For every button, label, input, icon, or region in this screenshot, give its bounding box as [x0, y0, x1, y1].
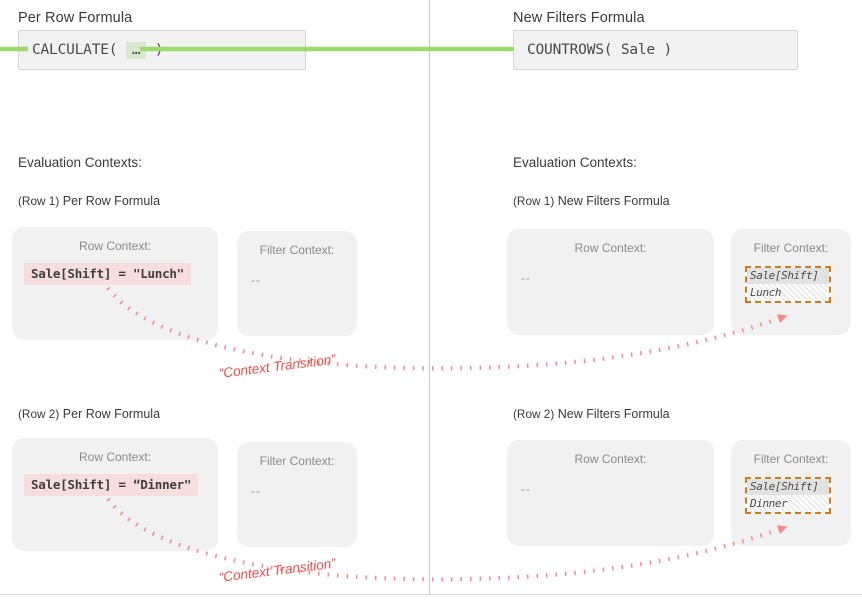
right-row2-label: (Row 2) [513, 407, 555, 421]
per-row-formula-ellipsis-chip: … [125, 41, 147, 59]
right-row1-label: (Row 1) [513, 194, 555, 208]
left-row1-filter-context-empty: -- [251, 273, 261, 287]
left-row1-label: (Row 1) [18, 194, 60, 208]
per-row-formula-text: CALCULATE( … ) [32, 41, 164, 59]
right-row2-row-context-heading: Row Context: [574, 452, 647, 466]
bottom-divider [0, 594, 862, 595]
left-row1-filter-context-heading: Filter Context: [259, 243, 335, 257]
left-row2-filter-context-heading: Filter Context: [259, 454, 335, 468]
left-row1-name: Per Row Formula [62, 194, 161, 208]
right-row2-name: New Filters Formula [557, 407, 670, 421]
per-row-formula-box[interactable]: CALCULATE( … ) [18, 30, 306, 70]
new-filters-formula-box[interactable]: COUNTROWS( Sale ) [513, 30, 798, 70]
left-row1-title: (Row 1) Per Row Formula [18, 194, 160, 208]
left-row2-name: Per Row Formula [62, 407, 161, 421]
right-row1-row-context-empty: -- [521, 271, 531, 285]
right-row2-filter-table-value: Dinner [747, 495, 829, 512]
left-row2-row-context-heading: Row Context: [78, 450, 152, 464]
right-row1-filter-context-heading: Filter Context: [753, 241, 829, 255]
left-row2-label: (Row 2) [18, 407, 60, 421]
right-row1-name: New Filters Formula [557, 194, 670, 208]
right-row2-filter-context-card: Filter Context: Sale[Shift] Dinner [731, 440, 851, 546]
left-row2-title: (Row 2) Per Row Formula [18, 407, 160, 421]
left-row2-row-context-expression: Sale[Shift] = “Dinner" [24, 474, 199, 496]
right-row2-filter-context-heading: Filter Context: [753, 452, 829, 466]
right-row1-filter-context-card: Filter Context: Sale[Shift] Lunch [731, 229, 851, 335]
right-column-title: New Filters Formula [513, 10, 645, 26]
left-column-title: Per Row Formula [18, 10, 133, 26]
left-row1-row-context-heading: Row Context: [78, 239, 152, 253]
right-evaluation-contexts-label: Evaluation Contexts: [513, 155, 637, 170]
right-row2-filter-table-header: Sale[Shift] [747, 479, 829, 495]
per-row-formula-prefix: CALCULATE( [32, 41, 126, 58]
per-row-formula-suffix: ) [146, 41, 164, 58]
left-row2-filter-context-empty: -- [251, 484, 261, 498]
left-evaluation-contexts-label: Evaluation Contexts: [18, 155, 142, 170]
right-row1-filter-table-value: Lunch [747, 284, 829, 301]
new-filters-formula-text: COUNTROWS( Sale ) [527, 42, 673, 58]
left-row2-row-context-card: Row Context: Sale[Shift] = “Dinner" [12, 438, 218, 551]
right-row1-filter-table-header: Sale[Shift] [747, 268, 829, 284]
right-row1-row-context-heading: Row Context: [574, 241, 647, 255]
left-row1-row-context-expression: Sale[Shift] = "Lunch" [24, 263, 191, 285]
right-row1-title: (Row 1) New Filters Formula [513, 194, 670, 208]
left-row2-filter-context-card: Filter Context: -- [237, 442, 357, 547]
right-row1-row-context-card: Row Context: -- [507, 229, 714, 335]
right-row1-filter-table: Sale[Shift] Lunch [745, 266, 831, 303]
right-row2-filter-table: Sale[Shift] Dinner [745, 477, 831, 514]
context-transition-label-row1: “Context Transition” [218, 351, 337, 381]
right-row2-row-context-card: Row Context: -- [507, 440, 714, 546]
left-row1-filter-context-card: Filter Context: -- [237, 231, 357, 336]
right-row2-row-context-empty: -- [521, 482, 531, 496]
left-row1-row-context-card: Row Context: Sale[Shift] = "Lunch" [12, 227, 218, 340]
right-row2-title: (Row 2) New Filters Formula [513, 407, 670, 421]
context-transition-label-row2: “Context Transition” [218, 555, 337, 585]
